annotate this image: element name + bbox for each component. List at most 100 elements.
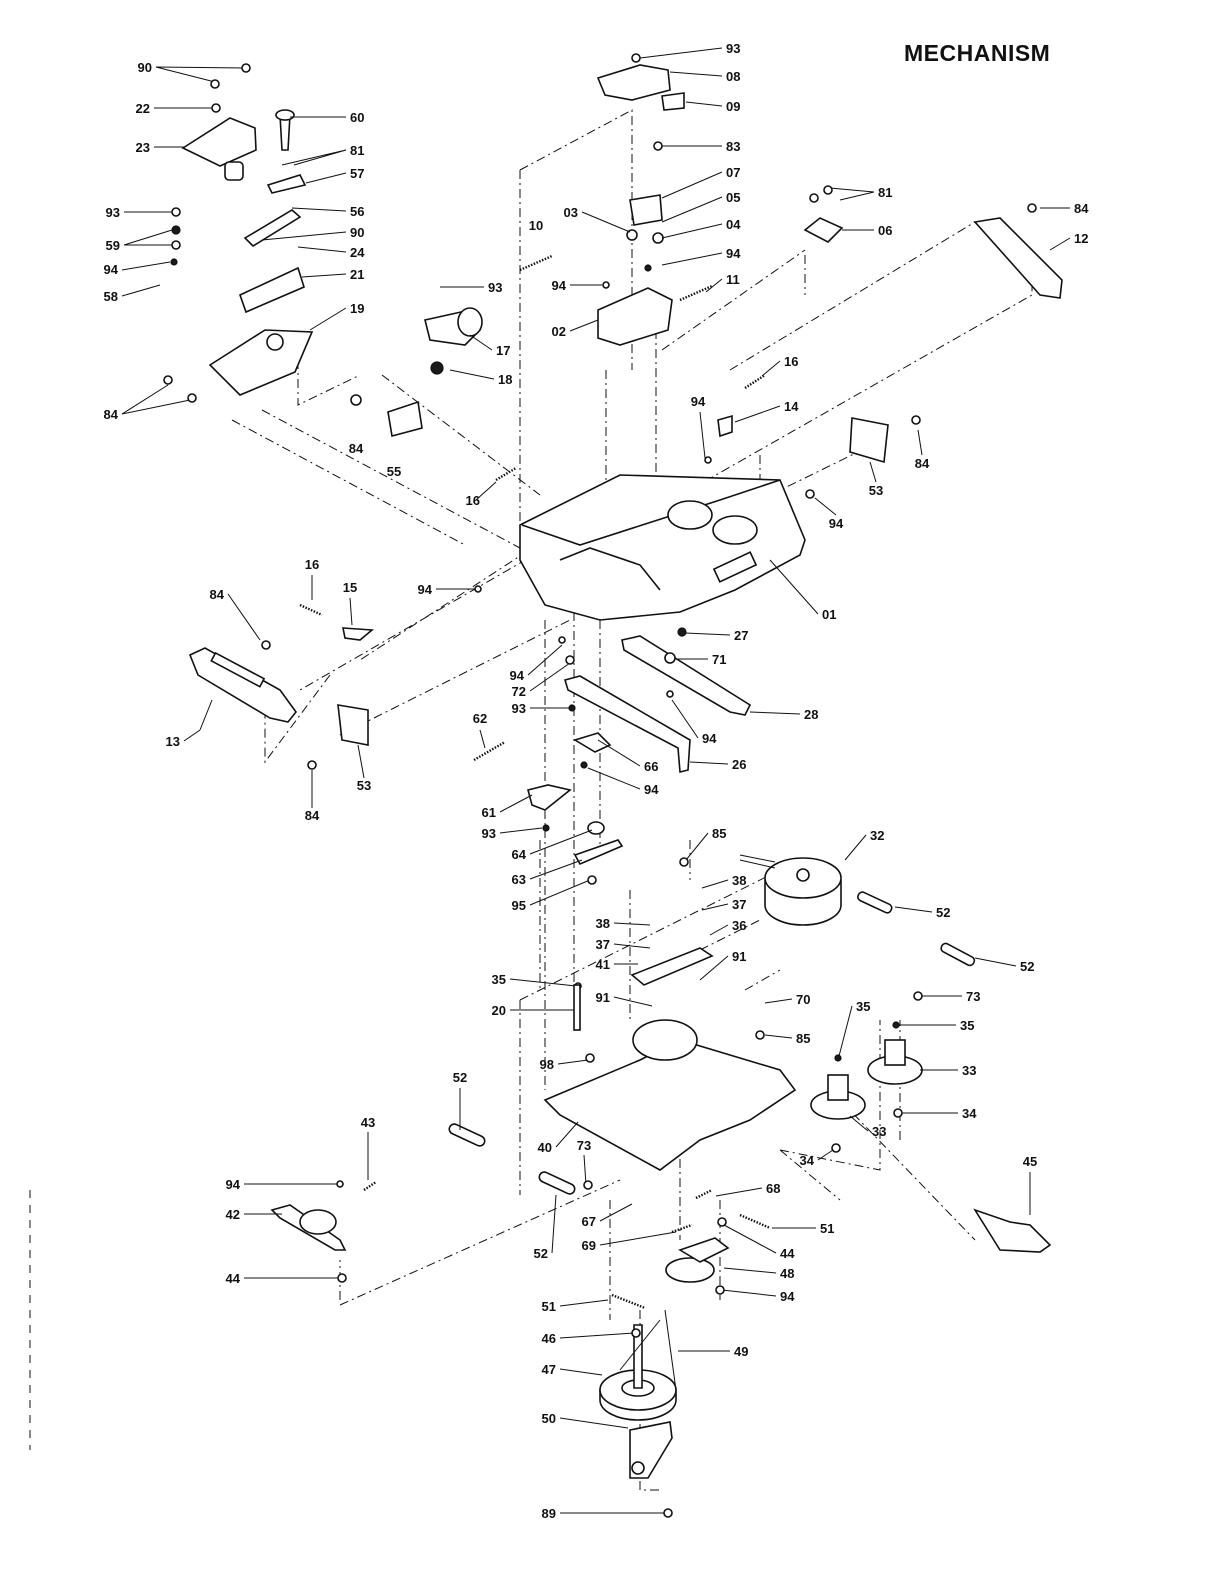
part-label-62: 62 <box>473 711 487 726</box>
switch-assembly-45 <box>973 1208 1052 1253</box>
part-label-81: 81 <box>878 185 892 200</box>
part-label-57: 57 <box>350 166 364 181</box>
part-label-22: 22 <box>136 101 150 116</box>
part-label-06: 06 <box>878 223 892 238</box>
part-label-91: 91 <box>596 990 610 1005</box>
part-label-48: 48 <box>780 1266 794 1281</box>
part-label-38: 38 <box>596 916 610 931</box>
part-label-52: 52 <box>936 905 950 920</box>
part-label-42: 42 <box>226 1207 240 1222</box>
part-label-93: 93 <box>726 41 740 56</box>
part-label-64: 64 <box>512 847 527 862</box>
part-label-44: 44 <box>226 1271 241 1286</box>
springs <box>299 254 771 1310</box>
part-label-94: 94 <box>510 668 525 683</box>
part-label-38: 38 <box>732 873 746 888</box>
part-label-94: 94 <box>418 582 433 597</box>
part-label-69: 69 <box>582 1238 596 1253</box>
part-label-93: 93 <box>512 701 526 716</box>
part-label-35: 35 <box>492 972 506 987</box>
hardware-markers <box>163 53 1037 1518</box>
part-label-81: 81 <box>350 143 364 158</box>
part-label-32: 32 <box>870 828 884 843</box>
part-label-10: 10 <box>529 218 543 233</box>
part-label-24: 24 <box>350 245 365 260</box>
part-label-16: 16 <box>466 493 480 508</box>
part-label-84: 84 <box>349 441 364 456</box>
part-label-93: 93 <box>482 826 496 841</box>
part-label-84: 84 <box>915 456 930 471</box>
right-bracket-assembly <box>717 217 1063 464</box>
part-label-28: 28 <box>804 707 818 722</box>
part-label-93: 93 <box>106 205 120 220</box>
part-label-84: 84 <box>305 808 320 823</box>
pinch-roller-assembly <box>350 307 483 437</box>
part-label-94: 94 <box>226 1177 241 1192</box>
part-label-33: 33 <box>962 1063 976 1078</box>
part-label-52: 52 <box>453 1070 467 1085</box>
part-label-33: 33 <box>872 1124 886 1139</box>
part-label-53: 53 <box>869 483 883 498</box>
part-label-01: 01 <box>822 607 836 622</box>
head-plate-assembly <box>181 109 314 396</box>
part-number-labels: 9022239359945884608157569024211993171884… <box>104 41 1090 1521</box>
part-label-41: 41 <box>596 957 610 972</box>
part-label-98: 98 <box>540 1057 554 1072</box>
lever-bracket-assembly <box>596 64 685 346</box>
part-label-05: 05 <box>726 190 740 205</box>
part-label-94: 94 <box>104 262 119 277</box>
part-label-44: 44 <box>780 1246 795 1261</box>
part-label-52: 52 <box>1020 959 1034 974</box>
part-label-84: 84 <box>210 587 225 602</box>
part-label-89: 89 <box>542 1506 556 1521</box>
part-label-94: 94 <box>644 782 659 797</box>
part-label-34: 34 <box>800 1153 815 1168</box>
part-label-85: 85 <box>796 1031 810 1046</box>
part-label-35: 35 <box>856 999 870 1014</box>
part-label-68: 68 <box>766 1181 780 1196</box>
part-label-70: 70 <box>796 992 810 1007</box>
part-label-67: 67 <box>582 1214 596 1229</box>
part-label-08: 08 <box>726 69 740 84</box>
part-label-45: 45 <box>1023 1154 1037 1169</box>
assembly-guide-lines <box>29 109 1033 1491</box>
part-label-43: 43 <box>361 1115 375 1130</box>
part-label-94: 94 <box>780 1289 795 1304</box>
part-label-19: 19 <box>350 301 364 316</box>
part-label-58: 58 <box>104 289 118 304</box>
part-label-63: 63 <box>512 872 526 887</box>
part-label-47: 47 <box>542 1362 556 1377</box>
part-label-18: 18 <box>498 372 512 387</box>
part-label-73: 73 <box>577 1138 591 1153</box>
part-label-66: 66 <box>644 759 658 774</box>
part-label-17: 17 <box>496 343 510 358</box>
part-label-04: 04 <box>726 217 741 232</box>
part-label-90: 90 <box>350 225 364 240</box>
part-label-94: 94 <box>702 731 717 746</box>
part-label-93: 93 <box>488 280 502 295</box>
part-label-11: 11 <box>726 272 740 287</box>
part-label-94: 94 <box>691 394 706 409</box>
page-title: MECHANISM <box>904 40 1051 66</box>
part-label-60: 60 <box>350 110 364 125</box>
part-label-72: 72 <box>512 684 526 699</box>
part-label-73: 73 <box>966 989 980 1004</box>
part-label-90: 90 <box>138 60 152 75</box>
part-label-23: 23 <box>136 140 150 155</box>
left-side-lever-assembly <box>188 627 375 746</box>
part-label-50: 50 <box>542 1411 556 1426</box>
part-label-91: 91 <box>732 949 746 964</box>
part-label-26: 26 <box>732 757 746 772</box>
part-label-94: 94 <box>552 278 567 293</box>
motor-32 <box>739 854 842 926</box>
part-label-56: 56 <box>350 204 364 219</box>
part-label-37: 37 <box>596 937 610 952</box>
part-label-34: 34 <box>962 1106 977 1121</box>
belts-52 <box>448 891 976 1195</box>
part-label-84: 84 <box>104 407 119 422</box>
idler-gear-42 <box>270 1204 347 1251</box>
part-label-27: 27 <box>734 628 748 643</box>
part-label-51: 51 <box>820 1221 834 1236</box>
part-label-14: 14 <box>784 399 799 414</box>
